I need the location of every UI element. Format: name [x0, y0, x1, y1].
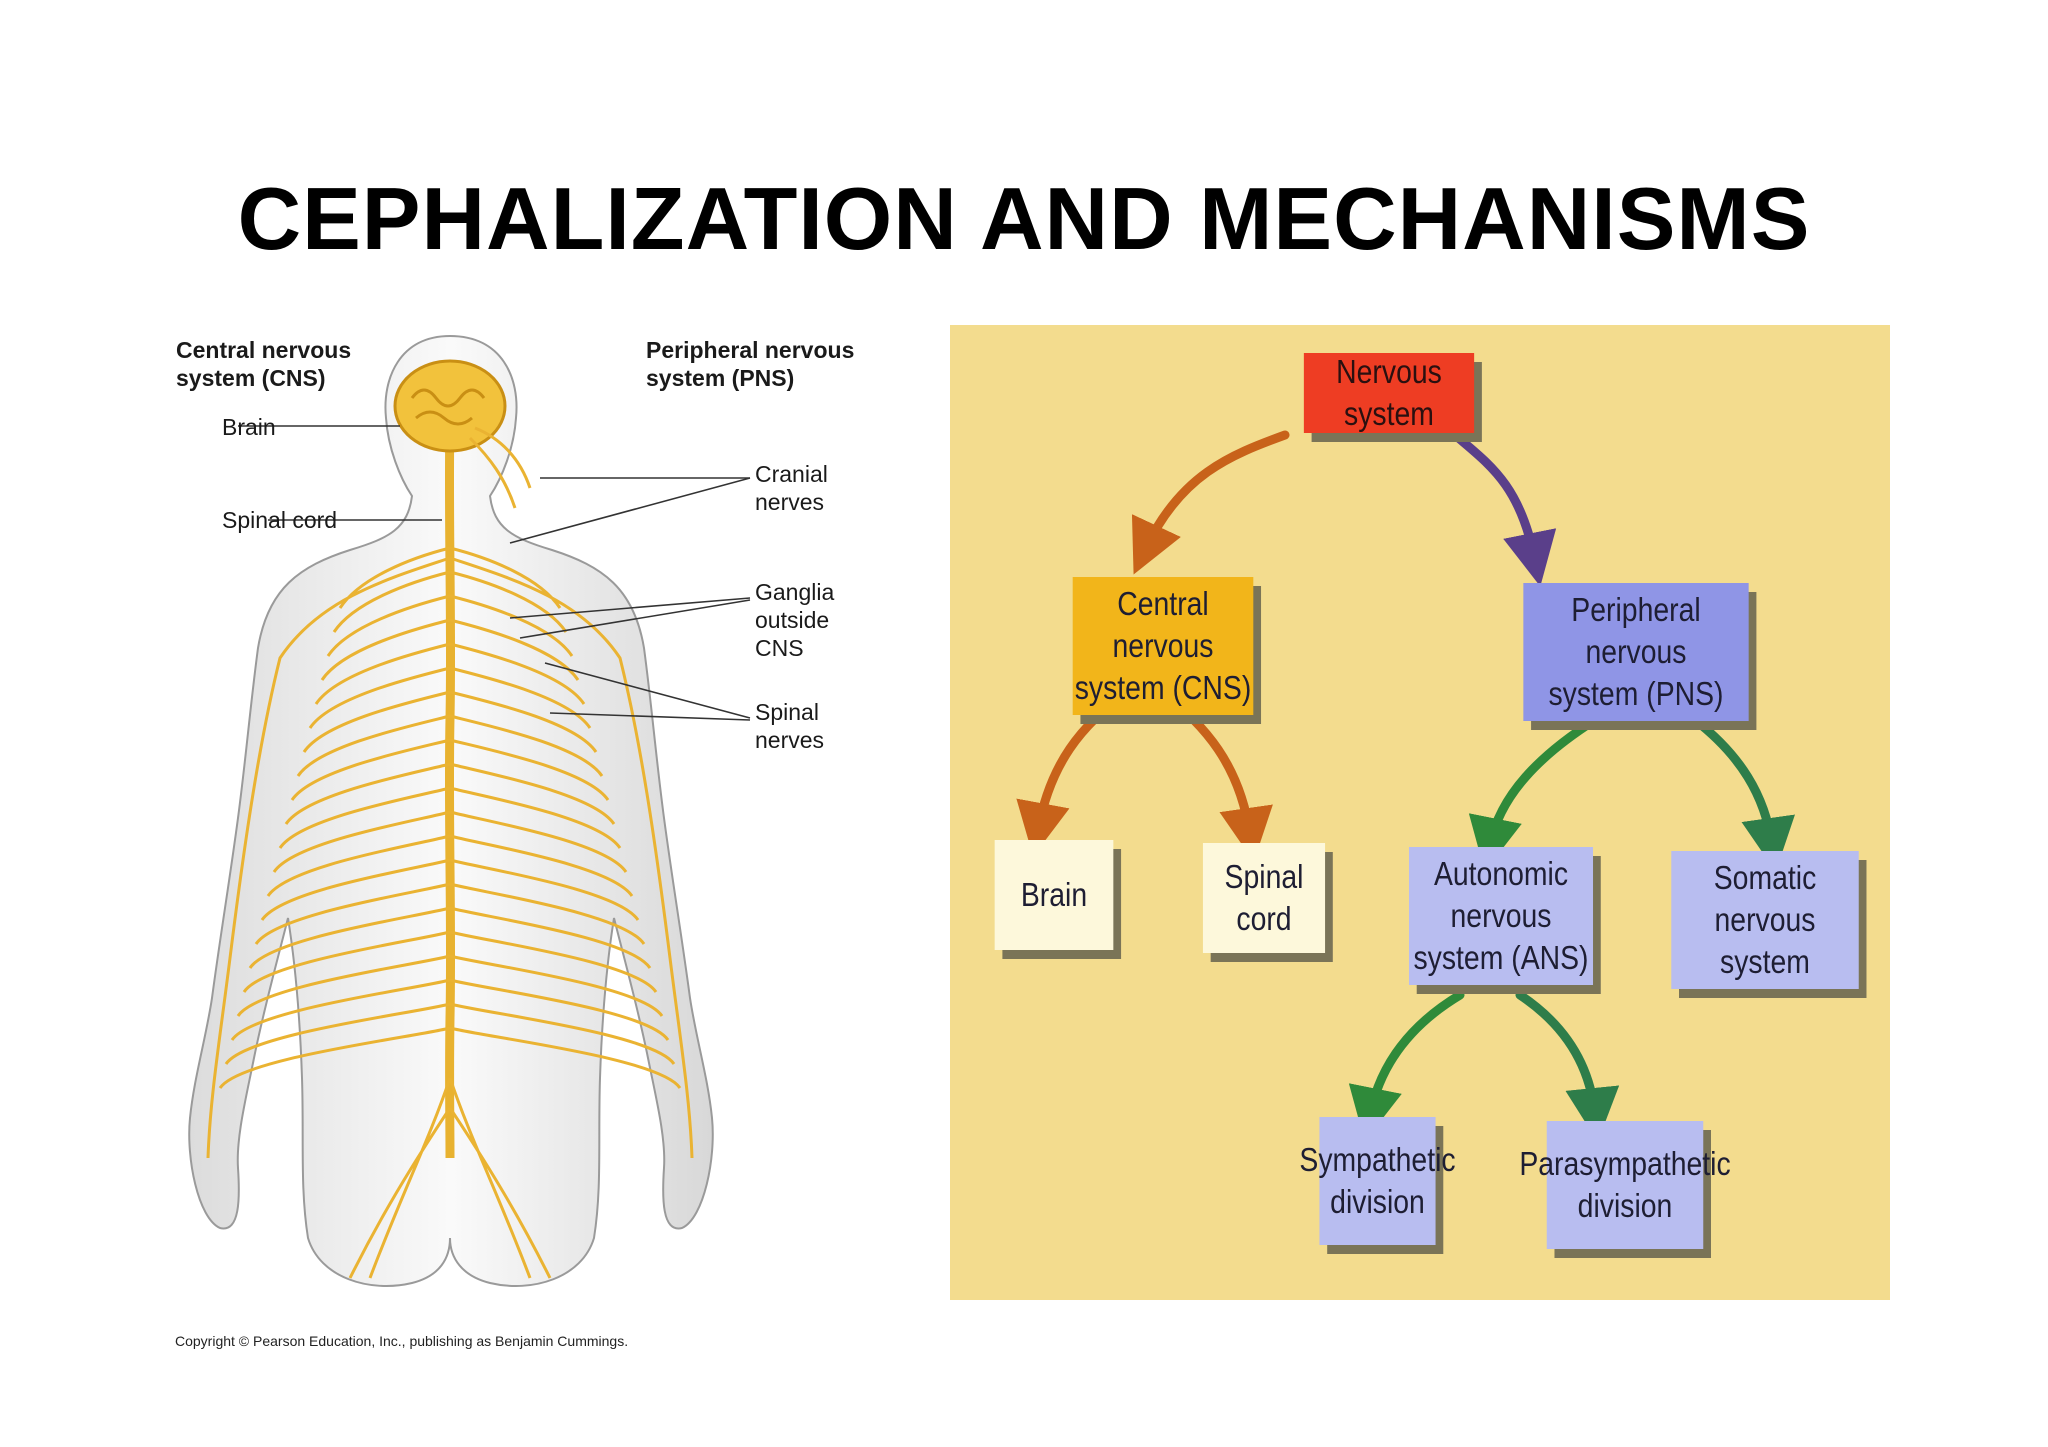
node-brain: Brain [994, 840, 1114, 950]
arrow-ans-to-parasympathetic [1515, 990, 1620, 1142]
arrow-pns-to-somatic [1690, 715, 1795, 872]
arrow-root-to-pns [1450, 430, 1557, 587]
nerve-branches [206, 426, 694, 1279]
arrow-pns-to-ans [1468, 715, 1600, 872]
arrow-root-to-cns [1131, 430, 1290, 575]
slide-title: CEPHALIZATION AND MECHANISMS [237, 169, 1811, 268]
human-body-figure [188, 334, 751, 1287]
label-brain: Brain [222, 414, 276, 440]
node-spinal-cord: Spinal cord [1202, 843, 1326, 953]
copyright-notice: Copyright © Pearson Education, Inc., pub… [175, 1333, 629, 1349]
node-nervous-system: Nervous system [1303, 353, 1475, 433]
label-spinal-cord: Spinal cord [222, 507, 338, 533]
arrow-ans-to-sympathetic [1348, 990, 1465, 1142]
